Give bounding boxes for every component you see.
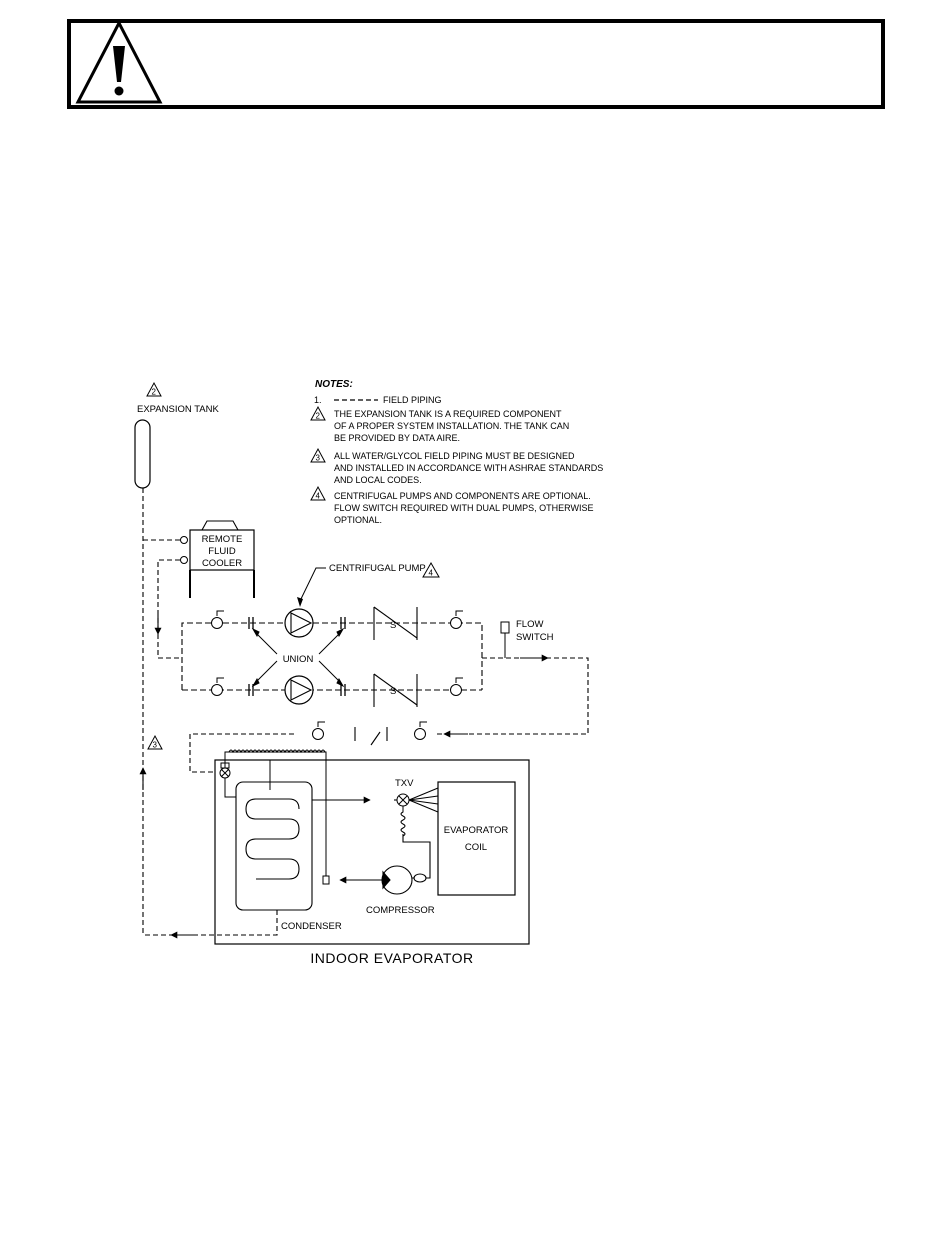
strainer-label-bottom: S xyxy=(390,686,396,697)
condenser: CONDENSER xyxy=(235,781,342,932)
centrifugal-pump-icon xyxy=(284,608,314,705)
expansion-tank-label: EXPANSION TANK xyxy=(137,404,219,415)
remote-fluid-cooler: REMOTE FLUID COOLER xyxy=(180,520,255,598)
svg-text:3: 3 xyxy=(316,454,321,463)
svg-text:3: 3 xyxy=(153,741,158,750)
union-fitting xyxy=(248,617,346,696)
expansion-tank: 2 EXPANSION TANK xyxy=(134,381,219,489)
flow-switch: FLOW SWITCH xyxy=(500,619,554,658)
union-label: UNION xyxy=(283,654,314,665)
svg-text:4: 4 xyxy=(429,569,434,578)
flow-arrows xyxy=(139,615,549,939)
compressor-icon xyxy=(381,865,427,895)
evaporator-coil xyxy=(437,781,516,896)
check-valve xyxy=(354,727,388,746)
note-2-line-3: BE PROVIDED BY DATA AIRE. xyxy=(334,433,460,443)
notes-block: NOTES: 1. FIELD PIPING 2 THE EXPANSION T… xyxy=(310,379,603,525)
flow-switch-label-line-2: SWITCH xyxy=(516,632,554,643)
txv-valve xyxy=(396,787,439,837)
note-4-line-3: OPTIONAL. xyxy=(334,515,382,525)
indoor-evaporator-label: INDOOR EVAPORATOR xyxy=(310,950,473,966)
evaporator-coil-label-line-1: EVAPORATOR xyxy=(444,825,509,836)
refrigerant-lines xyxy=(312,796,431,884)
cooler-label-line-1: REMOTE xyxy=(202,534,243,545)
strainer-label-top: S xyxy=(390,620,396,631)
notes-heading: NOTES: xyxy=(315,379,353,390)
note-3-marker: 3 xyxy=(310,447,326,463)
field-piping-marker: 3 xyxy=(147,734,163,750)
note-1-text: FIELD PIPING xyxy=(383,395,442,405)
note-3-line-2: AND INSTALLED IN ACCORDANCE WITH ASHRAE … xyxy=(334,463,603,473)
centrifugal-pump-callout: CENTRIFUGAL PUMP 4 xyxy=(297,561,440,607)
txv-label: TXV xyxy=(395,778,414,789)
note-4-line-1: CENTRIFUGAL PUMPS AND COMPONENTS ARE OPT… xyxy=(334,491,591,501)
svg-text:4: 4 xyxy=(316,492,321,501)
pump-manifold-piping xyxy=(181,622,483,691)
note-4-line-2: FLOW SWITCH REQUIRED WITH DUAL PUMPS, OT… xyxy=(334,503,594,513)
centrifugal-pump-label: CENTRIFUGAL PUMP xyxy=(329,563,426,574)
centrifugal-pump-marker: 4 xyxy=(422,561,440,578)
sight-glass xyxy=(322,875,330,885)
evaporator-coil-label-line-2: COIL xyxy=(465,842,487,853)
note-2-line-1: THE EXPANSION TANK IS A REQUIRED COMPONE… xyxy=(334,409,562,419)
note-2-marker: 2 xyxy=(310,405,326,421)
warning-box xyxy=(67,19,885,109)
condenser-label: CONDENSER xyxy=(281,921,342,932)
note-3-line-3: AND LOCAL CODES. xyxy=(334,475,422,485)
svg-text:2: 2 xyxy=(316,412,321,421)
strainer xyxy=(373,606,418,707)
svg-text:2: 2 xyxy=(152,388,157,397)
expansion-tank-marker: 2 xyxy=(146,381,162,397)
flow-switch-label-line-1: FLOW xyxy=(516,619,543,630)
note-1-number: 1. xyxy=(314,395,322,405)
note-3-line-1: ALL WATER/GLYCOL FIELD PIPING MUST BE DE… xyxy=(334,451,575,461)
cooler-label-line-2: FLUID xyxy=(208,546,236,557)
note-4-marker: 4 xyxy=(310,485,326,501)
note-2-line-2: OF A PROPER SYSTEM INSTALLATION. THE TAN… xyxy=(334,421,569,431)
compressor-label: COMPRESSOR xyxy=(366,905,435,916)
union-callout xyxy=(251,627,345,688)
water-regulating-valve xyxy=(219,749,327,880)
cooler-label-line-3: COOLER xyxy=(202,558,242,569)
isolation-valve xyxy=(211,610,463,740)
indoor-evaporator-unit xyxy=(214,759,530,945)
warning-triangle-icon xyxy=(75,19,163,104)
